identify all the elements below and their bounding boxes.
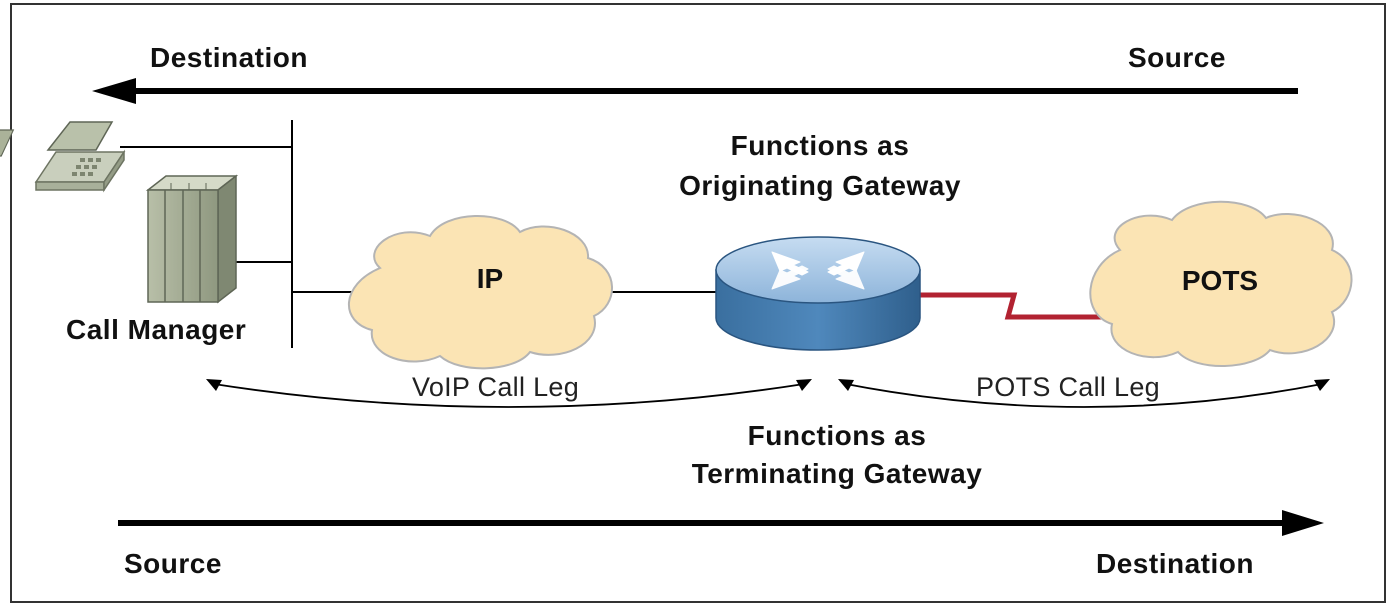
lan-bus — [120, 120, 352, 348]
ip-cloud-icon — [347, 215, 613, 370]
telephone-icon — [0, 121, 126, 193]
pots-call-leg-label: POTS Call Leg — [976, 372, 1160, 402]
voip-call-leg-arrow — [206, 379, 812, 408]
router-icon — [715, 236, 921, 351]
voip-call-leg-label: VoIP Call Leg — [412, 372, 580, 402]
bottom-source-label: Source — [124, 548, 222, 579]
pots-cloud-icon — [1089, 200, 1353, 368]
serial-link — [920, 292, 1112, 320]
call-manager-server-icon — [145, 174, 239, 304]
diagram-border — [10, 3, 1386, 603]
originating-gateway-line2: Originating Gateway — [679, 170, 961, 201]
ip-cloud-label: IP — [476, 263, 504, 294]
terminating-gateway-line2: Terminating Gateway — [691, 458, 983, 489]
top-flow-arrow — [92, 78, 1298, 104]
top-destination-label: Destination — [150, 42, 308, 73]
pots-cloud-label: POTS — [1181, 265, 1259, 296]
originating-gateway-line1: Functions as — [730, 130, 910, 161]
bottom-flow-arrow — [118, 510, 1324, 536]
bottom-destination-label: Destination — [1096, 548, 1254, 579]
top-source-label: Source — [1128, 42, 1226, 73]
pots-call-leg-arrow — [838, 379, 1330, 408]
terminating-gateway-line1: Functions as — [747, 420, 927, 451]
call-manager-label: Call Manager — [66, 314, 247, 345]
